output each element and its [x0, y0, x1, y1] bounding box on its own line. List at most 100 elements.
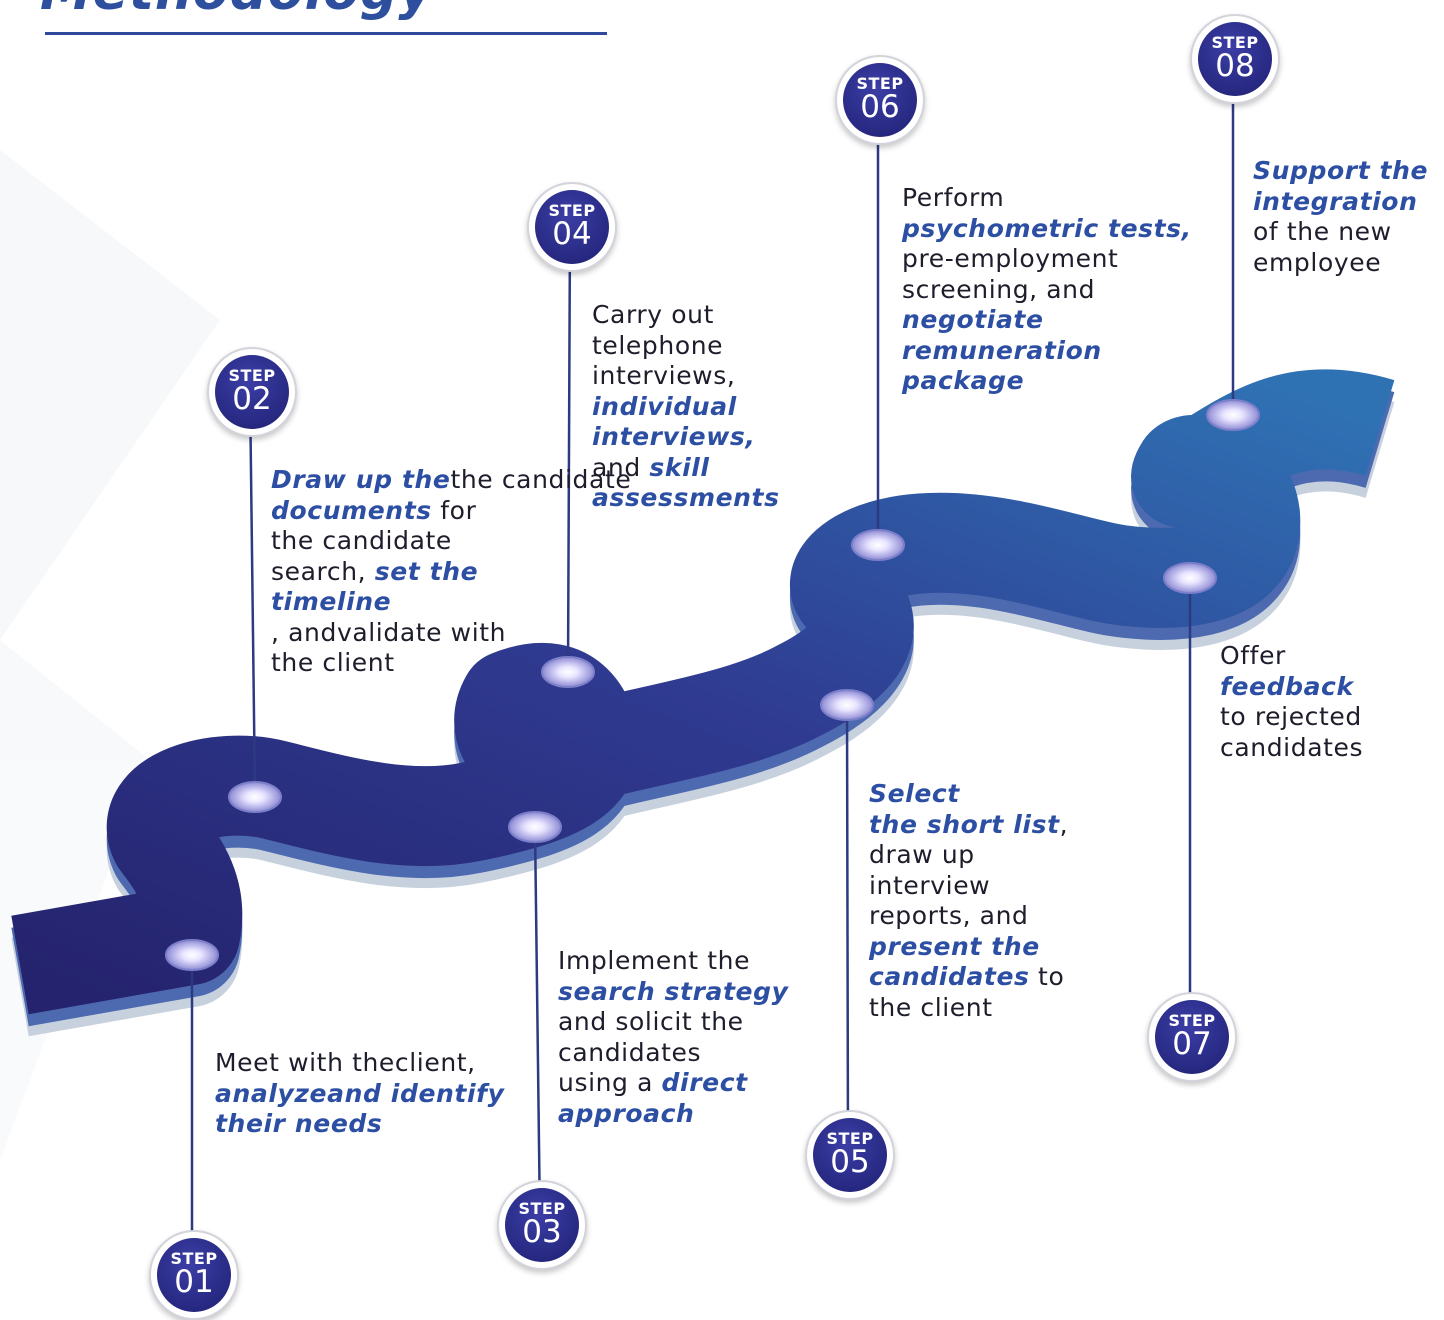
- step-05-line: present the: [869, 932, 1068, 963]
- body-text: to rejected: [1220, 702, 1362, 731]
- emphasis-text: Select: [869, 779, 960, 808]
- body-text: of the new: [1253, 217, 1392, 246]
- emphasis-text: individual: [592, 391, 737, 421]
- emphasis-text: search strategy: [558, 976, 789, 1006]
- body-text: the candidate: [450, 465, 632, 494]
- step-03-marker: [508, 811, 562, 843]
- step-connectors: [165, 57, 1260, 1273]
- step-01-line: Meet with theclient,: [215, 1048, 505, 1079]
- emphasis-text: direct: [661, 1068, 748, 1097]
- emphasis-text: psychometric tests,: [902, 213, 1192, 243]
- body-text: candidates: [1220, 732, 1364, 762]
- body-text: the candidate: [271, 526, 452, 555]
- step-badge-word: STEP: [826, 1129, 874, 1148]
- step-06-line: negotiate: [902, 305, 1192, 336]
- step-08-line: integration: [1253, 187, 1428, 218]
- step-06-line: screening, and: [902, 275, 1192, 306]
- body-text: reports, and: [869, 901, 1029, 930]
- step-06-line: remuneration: [902, 336, 1192, 367]
- body-text: Meet with the: [215, 1048, 395, 1077]
- step-badge-word: STEP: [228, 366, 276, 385]
- step-badge-word: STEP: [856, 74, 904, 93]
- step-badge-number: 02: [232, 381, 272, 417]
- body-text: pre-employment: [902, 244, 1119, 273]
- step-05-connector-line: [845, 704, 850, 1154]
- step-07-line: Offer: [1220, 641, 1363, 672]
- body-text: candidates: [558, 1037, 702, 1067]
- emphasis-text: their needs: [215, 1109, 383, 1138]
- step-04-line: assessments: [592, 483, 780, 514]
- body-text: ,: [1059, 809, 1069, 839]
- step-badge-number: 05: [830, 1144, 870, 1180]
- body-text: interviews,: [592, 361, 736, 390]
- step-badge-number: 08: [1215, 48, 1255, 84]
- step-badge-number: 01: [174, 1264, 214, 1300]
- step-badge-word: STEP: [170, 1249, 218, 1268]
- body-text: search,: [271, 556, 375, 586]
- step-05-line: the short list,: [869, 810, 1068, 841]
- step-06-marker: [851, 529, 905, 561]
- step-badge-number: 06: [860, 89, 900, 125]
- body-text: Implement the: [558, 946, 751, 975]
- step-02-line: the candidate: [271, 526, 631, 557]
- step-04-line: and skill: [592, 453, 780, 484]
- step-03-line: approach: [558, 1099, 788, 1130]
- step-04-line: interviews,: [592, 361, 780, 392]
- step-03-line: using a direct: [558, 1068, 788, 1099]
- step-badge-word: STEP: [1168, 1011, 1216, 1030]
- body-text: using a: [558, 1068, 662, 1097]
- step-04-line: interviews,: [592, 422, 780, 453]
- step-03-connector-line: [533, 826, 542, 1224]
- step-04-connector-line: [566, 224, 572, 673]
- emphasis-text: interviews,: [592, 422, 756, 451]
- emphasis-text: documents: [271, 495, 432, 525]
- step-04-line: individual: [592, 392, 780, 423]
- step-05-line: draw up: [869, 840, 1068, 871]
- step-05-line: Select: [869, 779, 1068, 810]
- emphasis-text: integration: [1253, 186, 1418, 216]
- emphasis-text: candidates: [869, 962, 1030, 991]
- step-08-line: of the new: [1253, 217, 1428, 248]
- step-07-line: feedback: [1220, 672, 1363, 703]
- step-04-line: Carry out: [592, 300, 780, 331]
- step-05-line: candidates to: [869, 962, 1068, 993]
- emphasis-text: negotiate: [902, 305, 1044, 334]
- step-03-line: search strategy: [558, 977, 788, 1008]
- emphasis-text: package: [902, 366, 1025, 395]
- body-text: telephone: [592, 330, 724, 360]
- step-01-line: their needs: [215, 1109, 505, 1140]
- body-text: validate with: [336, 617, 507, 647]
- body-text: client,: [394, 1048, 476, 1077]
- step-02-line: search, set the: [271, 557, 631, 588]
- step-02-line: documents for: [271, 496, 631, 527]
- body-text: to: [1029, 962, 1065, 991]
- step-badge-word: STEP: [518, 1199, 566, 1218]
- body-text: , and: [271, 617, 337, 647]
- step-06-line: psychometric tests,: [902, 214, 1192, 245]
- step-05-line: reports, and: [869, 901, 1068, 932]
- body-text: and: [592, 452, 650, 482]
- emphasis-text: approach: [558, 1098, 695, 1128]
- step-06-line: pre-employment: [902, 244, 1192, 275]
- emphasis-text: timeline: [271, 587, 392, 616]
- step-01-line: analyzeand identify: [215, 1079, 505, 1110]
- step-05-line: the client: [869, 993, 1068, 1024]
- step-01-marker: [165, 939, 219, 971]
- body-text: Carry out: [592, 300, 714, 329]
